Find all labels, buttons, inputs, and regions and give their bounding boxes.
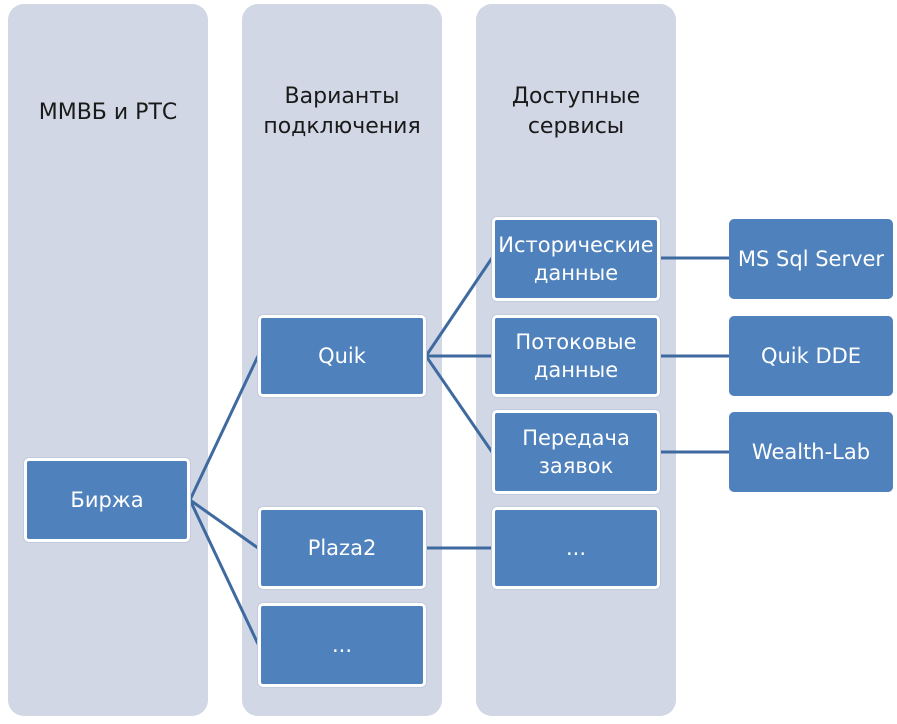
quik-dde-node[interactable]: Quik DDE: [729, 316, 893, 396]
connection-more-node-label: ...: [331, 633, 353, 657]
exchange-node[interactable]: Биржа: [24, 458, 190, 542]
quik-dde-label: Quik DDE: [760, 344, 862, 368]
connection-more-node[interactable]: ...: [258, 603, 426, 687]
streaming-data-label-line1: Потоковые: [515, 330, 637, 354]
historical-data-label-line1: Исторические: [498, 233, 654, 257]
exchange-column: ММВБ и РТС: [8, 4, 208, 716]
order-transfer-node[interactable]: Передача заявок: [492, 410, 660, 494]
services-column-title: Доступные сервисы: [511, 84, 641, 139]
historical-data-label-line2: данные: [533, 261, 619, 285]
quik-node-label: Quik: [318, 344, 366, 368]
exchange-column-title: ММВБ и РТС: [38, 100, 178, 125]
exchange-node-label: Биржа: [70, 488, 144, 512]
quik-node[interactable]: Quik: [258, 315, 426, 397]
order-transfer-label-line1: Передача: [522, 426, 630, 450]
streaming-data-node[interactable]: Потоковые данные: [492, 315, 660, 397]
connections-column-title: Варианты подключения: [263, 84, 421, 139]
plaza2-node[interactable]: Plaza2: [258, 507, 426, 589]
wealth-lab-label: Wealth-Lab: [751, 440, 871, 464]
order-transfer-label-line2: заявок: [538, 454, 614, 478]
service-more-node[interactable]: ...: [492, 507, 660, 589]
plaza2-node-label: Plaza2: [307, 536, 377, 560]
historical-data-node[interactable]: Исторические данные: [492, 217, 660, 301]
ms-sql-server-node[interactable]: MS Sql Server: [729, 219, 893, 299]
ms-sql-server-label: MS Sql Server: [737, 247, 885, 271]
service-more-node-label: ...: [565, 536, 587, 560]
streaming-data-label-line2: данные: [533, 358, 619, 382]
wealth-lab-node[interactable]: Wealth-Lab: [729, 412, 893, 492]
